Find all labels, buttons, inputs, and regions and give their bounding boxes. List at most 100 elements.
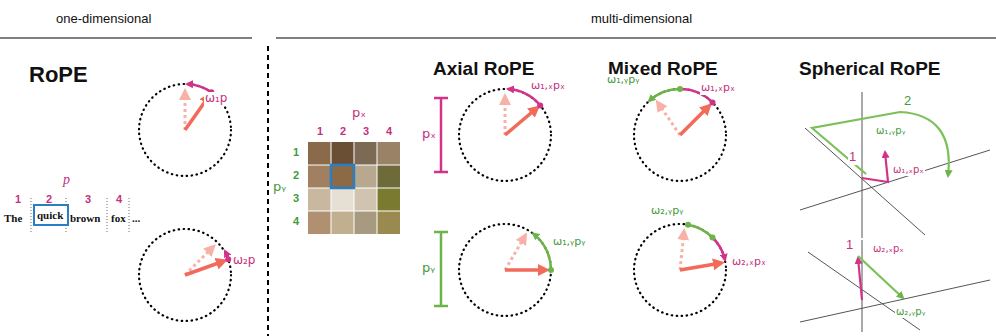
label-text: ω₁,ₓpₓ <box>700 82 736 95</box>
patch <box>331 188 354 211</box>
label-text: 2 <box>292 169 300 182</box>
label-text: ω₂p <box>232 254 256 268</box>
label-text: ω₂,ₓpₓ <box>872 243 905 255</box>
label-text: ω₁,ᵧpᵧ <box>875 125 906 137</box>
rotation-circle <box>634 224 726 316</box>
rotated-vector <box>185 261 224 275</box>
rotation-path <box>862 152 888 182</box>
separator <box>31 198 32 234</box>
patch <box>331 211 354 234</box>
patch <box>308 211 331 234</box>
label-text: Axial RoPE <box>432 58 535 80</box>
label-text: pᵧ <box>272 180 287 195</box>
label-text: ω₁,ₓpₓ <box>892 164 925 176</box>
axis <box>800 150 990 210</box>
original-vector <box>504 97 507 135</box>
bracket-cap <box>434 97 448 100</box>
label-text: 3 <box>292 192 300 205</box>
label-text: 4 <box>115 193 123 206</box>
bracket-line <box>440 98 443 172</box>
rotation-circle <box>459 224 551 316</box>
rotation-circle <box>139 84 231 176</box>
word-text: quick <box>37 209 63 221</box>
header-rule <box>276 37 996 38</box>
rotation-arc <box>649 89 680 101</box>
arc-dot <box>710 235 716 241</box>
original-vector <box>184 92 187 130</box>
patch <box>331 165 354 188</box>
label-text: 2 <box>903 94 912 109</box>
label-text: pₓ <box>351 106 367 121</box>
label-text: fox <box>110 212 127 225</box>
label-text: p <box>62 172 71 188</box>
original-vector <box>658 103 680 135</box>
arc-dot <box>677 86 683 92</box>
label-text: brown <box>69 212 101 225</box>
patch <box>308 165 331 188</box>
bracket-cap <box>434 305 448 308</box>
patch <box>308 142 331 165</box>
selected-patch <box>331 165 354 188</box>
rotated-vector <box>505 108 537 135</box>
rotation-path <box>858 256 903 298</box>
patch <box>354 165 377 188</box>
patch <box>354 188 377 211</box>
rotation-arc <box>688 225 713 238</box>
label-text: pᵧ <box>421 261 436 276</box>
arc-dot <box>685 222 691 228</box>
label-text: ω₁,ᵧpᵧ <box>606 74 640 87</box>
label-text: 1 <box>292 146 300 159</box>
patch <box>377 142 400 165</box>
label-text: 3 <box>362 125 370 138</box>
patch <box>331 142 354 165</box>
label-text: one-dimensional <box>55 12 152 27</box>
label-text: pₓ <box>421 127 437 142</box>
label-text: 1 <box>845 238 854 253</box>
original-vector <box>505 236 525 270</box>
rotation-circle <box>634 89 726 181</box>
label-text: 4 <box>292 215 300 228</box>
label-text: The <box>3 212 23 225</box>
grid-line <box>308 211 400 212</box>
arc-dot <box>225 256 231 262</box>
rotation-circle <box>459 89 551 181</box>
patch <box>308 188 331 211</box>
patch-grid <box>308 142 400 234</box>
axis <box>800 280 990 322</box>
label-text: ω₂,ₓpₓ <box>731 256 767 269</box>
label-text: ω₁,ₓpₓ <box>530 80 566 93</box>
patch <box>377 188 400 211</box>
bracket-cap <box>434 171 448 174</box>
separator <box>107 198 108 234</box>
rotated-vector <box>680 106 709 135</box>
label-text: ω₁p <box>204 92 228 106</box>
original-vector <box>680 232 684 270</box>
separator <box>129 198 130 234</box>
arc-dot <box>548 267 554 273</box>
bracket-line <box>440 232 443 306</box>
patch <box>354 142 377 165</box>
axes <box>800 92 990 238</box>
rotated-vector <box>505 268 546 272</box>
bracket-cap <box>434 231 448 234</box>
label-text: 3 <box>84 193 92 206</box>
axes <box>800 240 990 332</box>
patch <box>377 211 400 234</box>
axis <box>862 92 863 238</box>
axis <box>808 252 920 330</box>
rotation-path <box>858 258 862 300</box>
label-text: 1 <box>14 193 22 206</box>
label-text: ω₁,ᵧpᵧ <box>552 236 586 249</box>
label-text: 4 <box>385 125 393 138</box>
header-rule <box>0 37 252 38</box>
image-patches <box>308 142 400 234</box>
label-text: 1 <box>316 125 324 138</box>
rotation-arc <box>713 238 726 261</box>
rotation-path <box>812 112 949 176</box>
label-text: Spherical RoPE <box>798 58 942 80</box>
label-text: RoPE <box>28 62 89 87</box>
label-text: ω₂,ᵧpᵧ <box>895 306 926 318</box>
rotated-vector <box>680 263 721 270</box>
patch <box>377 165 400 188</box>
